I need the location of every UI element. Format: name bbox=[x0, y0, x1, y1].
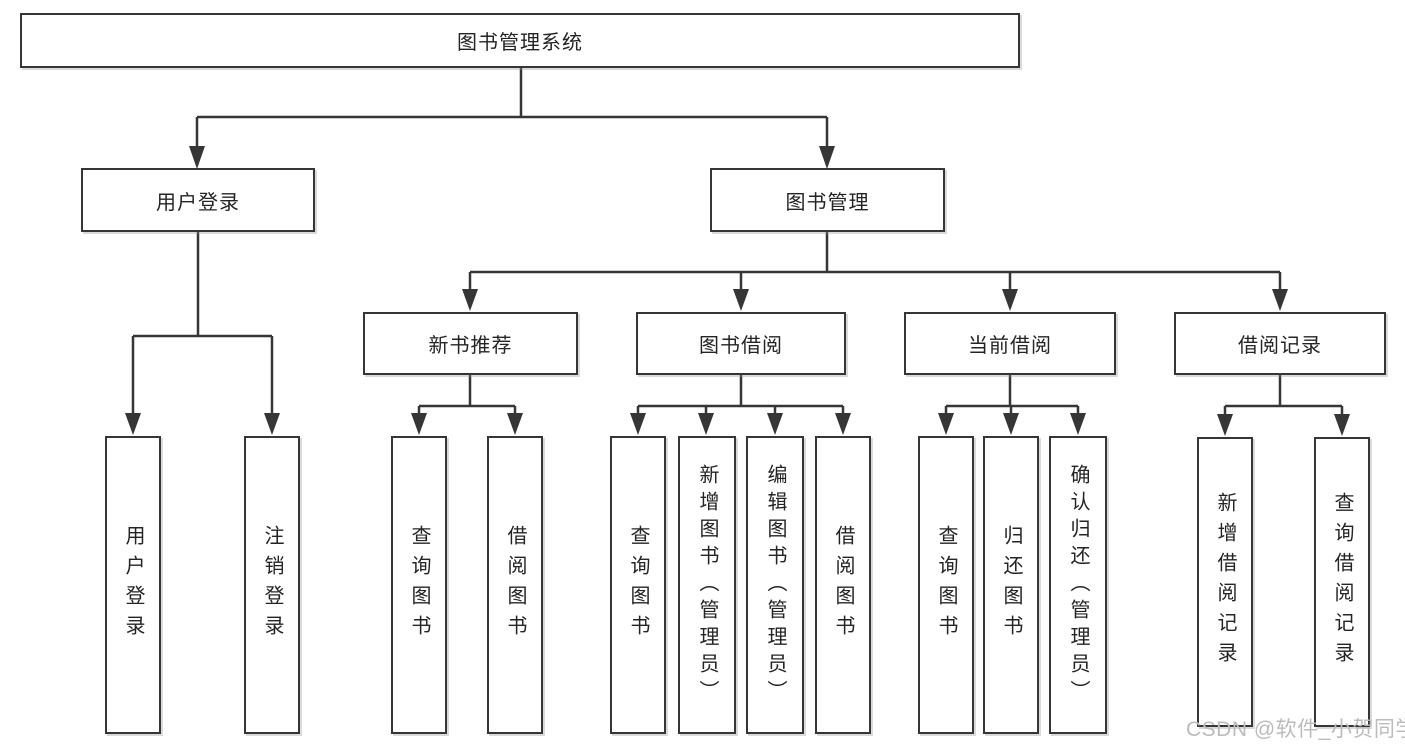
leaf-query-books-recommend-label: 查询图书 bbox=[408, 525, 430, 645]
leaf-return-book-label: 归还图书 bbox=[1000, 525, 1022, 645]
arrowhead-down bbox=[630, 413, 646, 435]
leaf-logout: 注销登录 bbox=[244, 436, 300, 734]
node-book-borrowing: 图书借阅 bbox=[636, 312, 846, 375]
connector-new-book-children bbox=[417, 375, 517, 414]
arrowhead-down bbox=[1070, 413, 1086, 435]
node-root-label: 图书管理系统 bbox=[457, 32, 583, 54]
leaf-borrow-books-borrow-label: 借阅图书 bbox=[832, 525, 854, 645]
leaf-confirm-return-admin-label: 确认归还（管理员） bbox=[1067, 463, 1089, 707]
leaf-query-books-borrow-label: 查询图书 bbox=[627, 525, 649, 645]
arrowheads bbox=[125, 146, 1350, 436]
node-book-management-label: 图书管理 bbox=[785, 191, 870, 214]
leaf-query-books-recommend: 查询图书 bbox=[391, 436, 447, 734]
arrowhead-down bbox=[1003, 413, 1019, 435]
leaf-logout-label: 注销登录 bbox=[261, 525, 283, 645]
leaf-return-book: 归还图书 bbox=[983, 436, 1039, 734]
arrowhead-down bbox=[411, 413, 427, 435]
leaf-add-borrow-record: 新增借阅记录 bbox=[1197, 437, 1253, 727]
node-new-book-recommendation-label: 新书推荐 bbox=[428, 335, 513, 357]
leaf-borrow-books-recommend: 借阅图书 bbox=[487, 436, 543, 734]
arrowhead-down bbox=[189, 146, 205, 169]
arrowhead-down bbox=[819, 146, 835, 169]
arrowhead-down bbox=[462, 289, 478, 311]
leaf-add-borrow-record-label: 新增借阅记录 bbox=[1214, 492, 1236, 672]
arrowhead-down bbox=[1217, 414, 1233, 436]
connector-root-to-level2 bbox=[195, 67, 829, 147]
node-book-management: 图书管理 bbox=[710, 168, 945, 232]
node-book-borrowing-label: 图书借阅 bbox=[699, 335, 783, 357]
node-borrowing-records-label: 借阅记录 bbox=[1238, 335, 1322, 357]
leaf-borrow-books-borrow: 借阅图书 bbox=[815, 436, 871, 734]
arrowhead-down bbox=[1334, 414, 1350, 436]
node-current-borrowing: 当前借阅 bbox=[904, 312, 1116, 375]
arrowhead-down bbox=[507, 413, 523, 435]
leaf-query-borrow-record-label: 查询借阅记录 bbox=[1331, 492, 1353, 672]
watermark-text: CSDN @软件_小贺同学 bbox=[1186, 718, 1405, 741]
arrowhead-down bbox=[835, 413, 851, 435]
arrowhead-down bbox=[767, 413, 783, 435]
leaf-confirm-return-admin: 确认归还（管理员） bbox=[1049, 436, 1107, 734]
node-user-login-label: 用户登录 bbox=[156, 191, 240, 214]
leaf-edit-book-admin-label: 编辑图书（管理员） bbox=[764, 463, 786, 707]
node-current-borrowing-label: 当前借阅 bbox=[968, 335, 1052, 357]
arrowhead-down bbox=[264, 413, 280, 435]
leaf-query-books-current-label: 查询图书 bbox=[935, 525, 957, 645]
node-root: 图书管理系统 bbox=[20, 13, 1020, 68]
connector-borrow-records-children bbox=[1223, 375, 1344, 414]
arrowhead-down bbox=[1002, 289, 1018, 311]
arrowhead-down bbox=[733, 289, 749, 311]
node-user-login: 用户登录 bbox=[81, 168, 315, 232]
connector-current-borrow-children bbox=[944, 375, 1080, 414]
leaf-query-books-current: 查询图书 bbox=[918, 436, 974, 734]
connector-book-management-children bbox=[468, 231, 1282, 290]
arrowhead-down bbox=[698, 413, 714, 435]
node-borrowing-records: 借阅记录 bbox=[1174, 312, 1386, 375]
connector-user-login-children bbox=[131, 231, 274, 414]
arrowhead-down bbox=[125, 413, 141, 435]
leaf-user-login-label: 用户登录 bbox=[122, 525, 144, 645]
leaf-query-books-borrow: 查询图书 bbox=[610, 436, 666, 734]
leaf-user-login: 用户登录 bbox=[105, 436, 161, 734]
connector-book-borrow-children bbox=[636, 375, 845, 414]
leaf-query-borrow-record: 查询借阅记录 bbox=[1314, 437, 1370, 727]
arrowhead-down bbox=[938, 413, 954, 435]
leaf-borrow-books-recommend-label: 借阅图书 bbox=[504, 525, 526, 645]
leaf-add-book-admin: 新增图书（管理员） bbox=[678, 436, 736, 734]
leaf-add-book-admin-label: 新增图书（管理员） bbox=[696, 463, 718, 707]
leaf-edit-book-admin: 编辑图书（管理员） bbox=[746, 436, 804, 734]
arrowhead-down bbox=[1272, 289, 1288, 311]
node-new-book-recommendation: 新书推荐 bbox=[363, 312, 578, 375]
